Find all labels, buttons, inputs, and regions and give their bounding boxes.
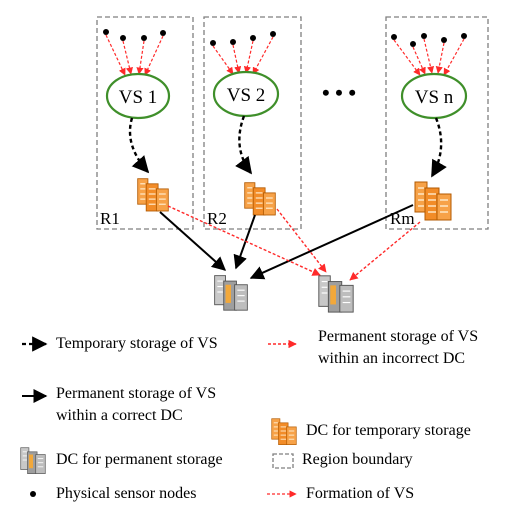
temp-dc-icon-rm [414, 181, 452, 221]
legend-formation-label: Formation of VS [306, 485, 415, 502]
formation-arrow [136, 40, 145, 75]
formation-arrow [212, 45, 234, 75]
sensor-node [270, 31, 276, 37]
vs-label-1: VS 1 [119, 87, 158, 108]
temporary-storage-arrow-2 [235, 115, 253, 175]
formation-arrow [443, 38, 465, 76]
region-label-r2: R2 [207, 209, 227, 228]
sensor-node [250, 35, 256, 41]
region-boundary-r1 [96, 16, 194, 230]
legend-sensor-nodes-label: Physical sensor nodes [56, 485, 197, 502]
legend-region-boundary-icon [272, 453, 294, 469]
legend-temp-dc-icon [271, 418, 297, 446]
incorrect-dc-arrow-rm [349, 221, 421, 281]
temporary-storage-arrow-n [430, 117, 447, 178]
legend-symbols [20, 336, 297, 498]
sensor-nodes [103, 29, 467, 47]
correct-dc-arrows [159, 204, 414, 280]
correct-dc-arrow-rm [249, 204, 414, 280]
formation-arrow [412, 46, 426, 75]
correct-dc-arrow-r1 [159, 211, 227, 271]
incorrect-dc-arrow-r1 [167, 205, 321, 276]
sensor-node [441, 37, 447, 43]
sensor-node [160, 30, 166, 36]
formation-arrow [243, 40, 254, 74]
temp-dc-icon-r1 [137, 178, 169, 212]
perm-dc-icon-1 [214, 275, 248, 311]
formation-arrow [232, 44, 242, 74]
formation-arrow [105, 34, 126, 76]
region-boundary-r2 [203, 16, 302, 230]
sensor-node [120, 35, 126, 41]
region-boundaries [96, 16, 489, 230]
vs-ellipse-n [400, 72, 468, 120]
formation-arrow [122, 40, 133, 75]
formation-arrows [105, 34, 465, 76]
legend-perm-dc-icon [20, 447, 46, 475]
temporary-storage-arrow-1 [128, 117, 150, 174]
legend-correct-dc-label-line2: within a correct DC [56, 407, 183, 424]
legend-incorrect-dc-label-line2: within an incorrect DC [318, 350, 466, 367]
sensor-node [461, 33, 467, 39]
legend-incorrect-dc-label-line1: Permanent storage of VS [318, 328, 479, 345]
formation-arrow [393, 39, 421, 76]
formation-arrow [423, 38, 435, 74]
vs-ellipse-2 [212, 70, 280, 118]
legend-temporary-storage-label: Temporary storage of VS [56, 335, 218, 352]
sensor-node [103, 29, 109, 35]
ellipsis: • • • [322, 80, 356, 105]
legend-region-boundary-label: Region boundary [302, 451, 413, 468]
vs-ellipse-1 [105, 72, 171, 120]
region-label-r1: R1 [100, 209, 120, 228]
incorrect-dc-arrow-r2 [276, 208, 327, 273]
formation-arrow [435, 42, 445, 74]
legend-correct-dc-label-line1: Permanent storage of VS [56, 385, 217, 402]
formation-arrow [144, 35, 164, 76]
legend-dc-temporary-label: DC for temporary storage [306, 422, 471, 439]
sensor-node [410, 41, 416, 47]
sensor-node [421, 33, 427, 39]
sensor-node [230, 39, 236, 45]
legend-sensor-node-icon [30, 491, 36, 497]
sensor-node [141, 35, 147, 41]
temporary-storage-arrows [128, 115, 447, 178]
region-label-rm: Rm [390, 209, 415, 228]
sensor-node [210, 40, 216, 46]
region-boundary-rm [385, 16, 489, 230]
temp-dc-icon-r2 [244, 182, 276, 216]
perm-dc-icon-2 [318, 275, 354, 313]
vs-label-2: VS 2 [227, 85, 266, 106]
incorrect-dc-arrows [167, 205, 421, 281]
legend-dc-permanent-label: DC for permanent storage [56, 451, 223, 468]
formation-arrow [252, 36, 274, 75]
sensor-node [391, 34, 397, 40]
vs-label-n: VS n [415, 87, 454, 108]
virtual-sensors: VS 1 VS 2 VS n [105, 70, 468, 120]
